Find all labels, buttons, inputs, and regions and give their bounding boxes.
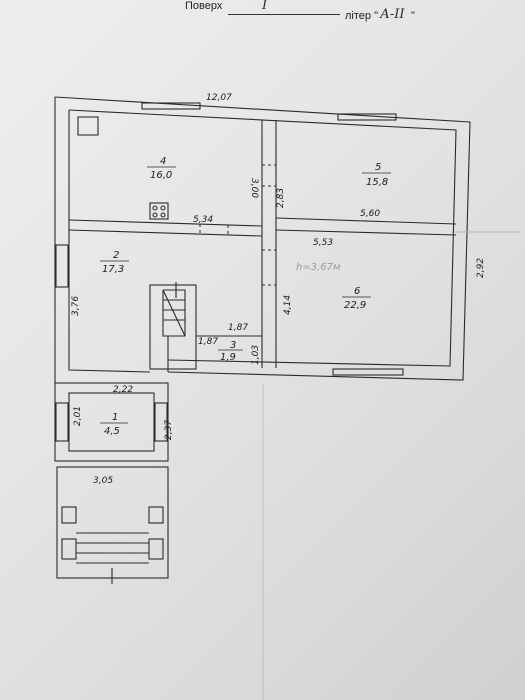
room-6-number: 6 bbox=[354, 286, 360, 297]
window bbox=[141, 102, 201, 110]
stove-icon bbox=[77, 116, 99, 136]
vestibule-outer bbox=[54, 382, 169, 462]
window bbox=[337, 113, 397, 121]
window bbox=[332, 368, 404, 376]
floor-label: Поверх bbox=[185, 0, 223, 12]
dim-room6-left: 4,14 bbox=[283, 295, 293, 315]
dim-top-width: 12,07 bbox=[206, 93, 232, 103]
height-annotation: h=3,67м bbox=[296, 262, 341, 273]
window bbox=[55, 402, 69, 442]
dim-room4-right: 3,00 bbox=[249, 178, 259, 198]
liter-value: А-ІІ bbox=[380, 7, 405, 22]
room-2-area: 17,3 bbox=[102, 264, 124, 275]
vestibule-inner bbox=[68, 392, 155, 452]
liter-close: " bbox=[411, 10, 415, 22]
window bbox=[154, 402, 168, 442]
dim-room1-top: 2,22 bbox=[113, 385, 133, 395]
dim-room5-bottom: 5,60 bbox=[360, 209, 380, 219]
dim-room3-width: 1,87 bbox=[228, 323, 248, 333]
liter-label: літер " bbox=[345, 10, 378, 22]
room-1-number: 1 bbox=[112, 412, 118, 423]
dim-room6-top: 5,53 bbox=[313, 238, 333, 248]
dim-room5-left: 2,83 bbox=[276, 188, 286, 208]
dim-room3-right: 1,03 bbox=[251, 345, 261, 365]
dim-porch-width: 3,05 bbox=[93, 476, 113, 486]
room-3-number: 3 bbox=[230, 340, 236, 351]
window bbox=[55, 244, 69, 288]
dim-room1-left: 2,01 bbox=[73, 406, 83, 426]
wall-4-2b bbox=[68, 229, 263, 237]
cooktop-icon bbox=[149, 202, 169, 220]
room-4-area: 16,0 bbox=[150, 170, 172, 181]
wall-5-6b bbox=[275, 229, 457, 236]
room-4-number: 4 bbox=[160, 156, 166, 167]
outer-wall bbox=[54, 96, 471, 381]
room-6-area: 22,9 bbox=[344, 300, 366, 311]
stair-box bbox=[149, 284, 197, 370]
dim-room1-right: 2,37 bbox=[164, 420, 174, 440]
wall-4-2 bbox=[68, 219, 263, 227]
floor-underline bbox=[228, 14, 340, 15]
dim-right-outer: 2,92 bbox=[476, 258, 486, 278]
room-5-number: 5 bbox=[375, 162, 381, 173]
dim-room4-bottom: 5,34 bbox=[193, 215, 213, 225]
room-3-area: 1,9 bbox=[220, 352, 236, 363]
room-2-number: 2 bbox=[113, 250, 119, 261]
dim-room2-left: 3,76 bbox=[71, 296, 81, 316]
inner-wall-left bbox=[68, 110, 151, 373]
wall-5-6 bbox=[275, 217, 457, 225]
room-5-area: 15,8 bbox=[366, 177, 388, 188]
dim-room3-left: 1,87 bbox=[198, 337, 218, 347]
room-1-area: 4,5 bbox=[104, 426, 120, 437]
floor-value: I bbox=[262, 0, 268, 13]
